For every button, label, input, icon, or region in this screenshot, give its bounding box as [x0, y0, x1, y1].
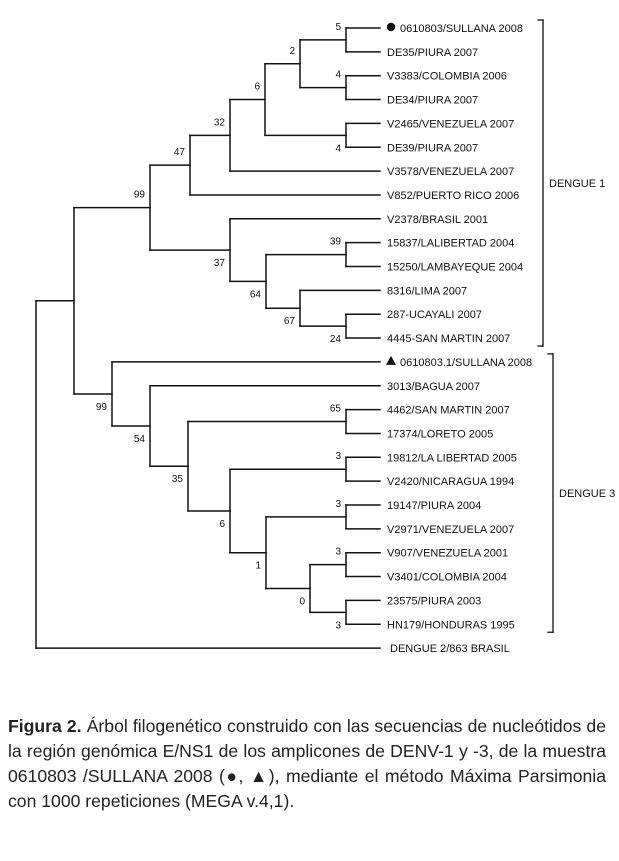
filled-circle-marker [386, 22, 396, 32]
bootstrap-value: 4 [335, 143, 341, 154]
taxon-label: 3013/BAGUA 2007 [387, 381, 480, 393]
bootstrap-value: 6 [219, 519, 225, 530]
figure-caption: Figura 2. Árbol filogenético construido … [8, 714, 606, 814]
taxon-label: DE35/PIURA 2007 [387, 47, 478, 59]
clade-label: DENGUE 3 [559, 488, 615, 500]
bootstrap-value: 24 [330, 334, 342, 345]
taxon-label: V852/PUERTO RICO 2006 [387, 190, 519, 202]
caption-text: Árbol filogenético construido con las se… [8, 716, 606, 811]
clade-label: DENGUE 1 [549, 178, 605, 190]
taxon-label: 23575/PIURA 2003 [387, 595, 481, 607]
filled-triangle-marker [386, 355, 396, 365]
bootstrap-value: 3 [335, 620, 341, 631]
bootstrap-value: 32 [214, 117, 226, 128]
bootstrap-value: 65 [330, 404, 342, 415]
taxon-label: V2971/VENEZUELA 2007 [387, 524, 514, 536]
taxon-label: 15837/LALIBERTAD 2004 [387, 238, 514, 250]
taxon-label: 19147/PIURA 2004 [387, 500, 481, 512]
bootstrap-value: 1 [255, 561, 261, 572]
caption-lead: Figura 2. [8, 716, 82, 736]
taxon-label: V3383/COLOMBIA 2006 [387, 71, 507, 83]
taxon-label: 4462/SAN MARTIN 2007 [387, 405, 510, 417]
bootstrap-value: 3 [335, 451, 341, 462]
taxon-label: DENGUE 2/863 BRASIL [390, 643, 510, 655]
taxon-label: V2465/VENEZUELA 2007 [387, 118, 514, 130]
bootstrap-value: 64 [250, 289, 262, 300]
bootstrap-value: 2 [289, 46, 295, 57]
bootstrap-value: 99 [96, 402, 108, 413]
bootstrap-value: 35 [172, 474, 184, 485]
bootstrap-value: 67 [284, 316, 296, 327]
taxon-label: 15250/LAMBAYEQUE 2004 [387, 262, 523, 274]
bootstrap-value: 5 [335, 22, 341, 33]
taxon-label: 17374/LORETO 2005 [387, 428, 493, 440]
bootstrap-value: 54 [134, 434, 146, 445]
taxon-label: 0610803/SULLANA 2008 [400, 23, 523, 35]
taxon-label: 4445-SAN MARTIN 2007 [387, 333, 510, 345]
taxon-label: DE39/PIURA 2007 [387, 142, 478, 154]
taxon-label: HN179/HONDURAS 1995 [387, 619, 515, 631]
taxon-label: DE34/PIURA 2007 [387, 95, 478, 107]
taxon-label: V3401/COLOMBIA 2004 [387, 572, 507, 584]
bootstrap-value: 4 [335, 70, 341, 81]
bootstrap-value: 37 [214, 258, 226, 269]
taxon-label: V2420/NICARAGUA 1994 [387, 476, 514, 488]
clade-brackets: DENGUE 1 DENGUE 3 [537, 19, 615, 633]
bootstrap-value: 39 [330, 237, 342, 248]
taxon-label: 0610803.1/SULLANA 2008 [400, 357, 532, 369]
bootstrap-value: 0 [299, 596, 305, 607]
tree-branches [35, 27, 381, 649]
taxon-label: 8316/LIMA 2007 [387, 285, 467, 297]
bootstrap-value: 6 [254, 82, 260, 93]
taxon-label: V3578/VENEZUELA 2007 [387, 166, 514, 178]
bootstrap-value: 3 [335, 499, 341, 510]
bootstrap-value: 47 [174, 147, 186, 158]
taxon-label: V907/VENEZUELA 2001 [387, 548, 508, 560]
taxon-label: 287-UCAYALI 2007 [387, 309, 482, 321]
bootstrap-value: 99 [134, 190, 146, 201]
bootstrap-value: 3 [335, 547, 341, 558]
taxon-label: V2378/BRASIL 2001 [387, 214, 488, 226]
taxon-label: 19812/LA LIBERTAD 2005 [387, 452, 517, 464]
